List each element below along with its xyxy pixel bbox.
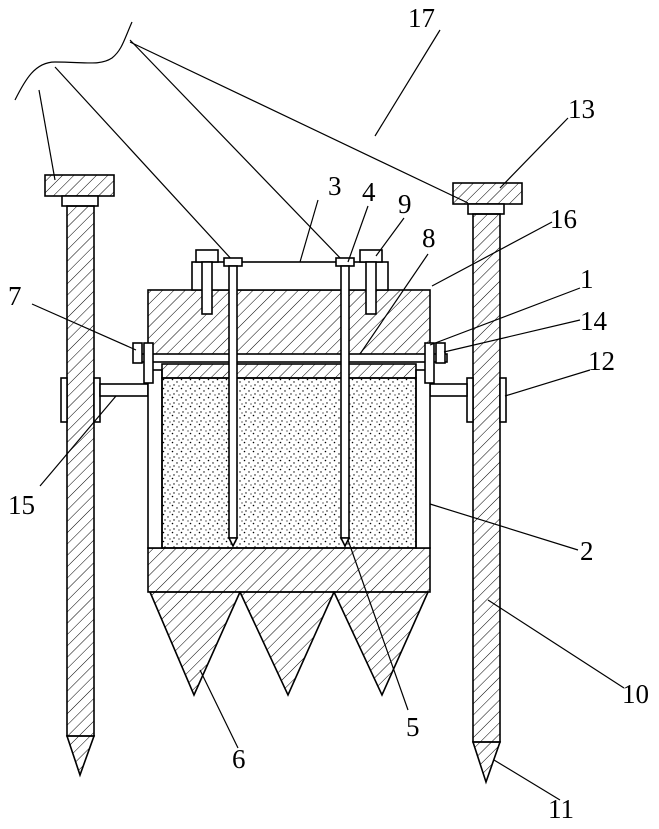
label-3: 3 [328, 171, 342, 201]
lid [148, 290, 430, 356]
label-15: 15 [8, 490, 35, 520]
label-12: 12 [588, 346, 615, 376]
left-arm [100, 384, 148, 396]
label-4: 4 [362, 177, 376, 207]
label-8: 8 [422, 223, 436, 253]
label-11: 11 [548, 794, 574, 824]
label-1: 1 [580, 264, 594, 294]
label-17: 17 [408, 3, 435, 33]
label-13: 13 [568, 94, 595, 124]
left-pile [45, 175, 114, 775]
label-7: 7 [8, 281, 22, 311]
label-5: 5 [406, 712, 420, 742]
right-arm [430, 384, 467, 396]
label-6: 6 [232, 744, 246, 774]
label-16: 16 [550, 204, 577, 234]
right-pile [453, 183, 522, 782]
soil-fill [162, 378, 416, 548]
container [148, 262, 430, 592]
top-plate [192, 262, 388, 290]
label-9: 9 [398, 189, 412, 219]
label-10: 10 [622, 679, 649, 709]
label-14: 14 [580, 306, 608, 336]
label-2: 2 [580, 536, 594, 566]
bottom-teeth [150, 592, 428, 695]
